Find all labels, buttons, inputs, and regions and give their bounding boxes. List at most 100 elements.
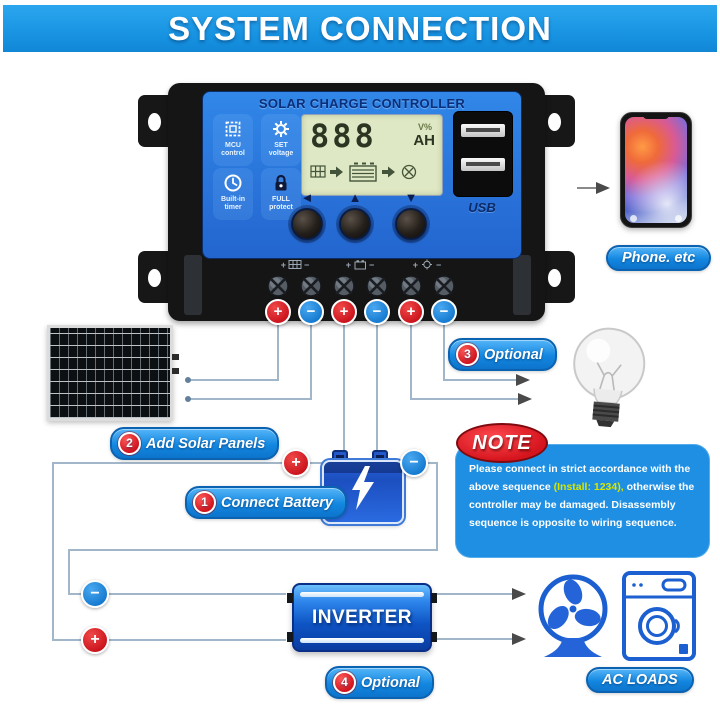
minus-sign: − — [369, 259, 375, 270]
terminal-screw-icon — [300, 275, 322, 297]
terminal-screw-icon — [333, 275, 355, 297]
note-text-before: Please connect in strict accordance with… — [469, 463, 691, 493]
terminal-screw-icon — [433, 275, 455, 297]
battery-top-band — [324, 462, 402, 473]
load-glyph-icon — [401, 164, 417, 180]
feature-built-in-timer: Built-in timer — [213, 168, 253, 220]
legend-battery-terminals: + − — [331, 259, 389, 270]
feature-mcu-control: MCU control — [213, 114, 253, 166]
ac-loads-label: AC LOADS — [586, 667, 694, 693]
wire-solar-negative — [188, 312, 312, 400]
wire-marker-positive: + — [81, 626, 109, 654]
step-number-badge: 4 — [333, 671, 356, 694]
feature-set-voltage: SET voltage — [261, 114, 301, 166]
plus-sign: + — [412, 259, 418, 270]
inverter-label: INVERTER — [311, 607, 413, 628]
legend-load-terminals: + − — [398, 259, 456, 270]
page-title: SYSTEM CONNECTION — [3, 5, 717, 52]
feature-label: SET voltage — [268, 142, 294, 158]
gear-icon — [273, 121, 289, 137]
note-box: Please connect in strict accordance with… — [455, 444, 710, 558]
nav-symbol-down: ▼ — [404, 190, 418, 205]
menu-button-knob — [291, 208, 323, 240]
terminal-node-positive: + — [265, 299, 291, 325]
solar-panel-icon — [288, 260, 302, 269]
arrow-icon — [382, 166, 395, 178]
plus-sign: + — [280, 259, 286, 270]
step-label: Add Solar Panels — [146, 435, 266, 452]
step-add-solar-panels: 2 Add Solar Panels — [110, 427, 280, 460]
note-text-after: otherwise the controller may be damaged.… — [469, 480, 695, 529]
wire-marker-positive: + — [282, 449, 310, 477]
feature-full-protect: FULL protect — [261, 168, 301, 220]
mount-hole — [148, 269, 161, 287]
lightning-bolt-icon — [352, 466, 374, 511]
phone-label-text: Phone. etc — [622, 250, 696, 266]
controller-faceplate: SOLAR CHARGE CONTROLLER MCU control SET … — [202, 91, 522, 259]
wire-marker-negative: − — [81, 580, 109, 608]
inverter-connector — [287, 632, 293, 642]
panel-terminal — [172, 368, 179, 374]
nav-symbol-up: ▲ — [348, 190, 362, 205]
down-button-knob — [395, 208, 427, 240]
note-install-sequence: (Install: 1234), — [553, 480, 624, 493]
terminal-node-positive: + — [331, 299, 357, 325]
step-number-badge: 1 — [193, 491, 216, 514]
fan-icon — [538, 574, 608, 657]
terminal-block-side — [184, 255, 202, 315]
note-title-badge: NOTE — [456, 423, 548, 463]
terminal-node-negative: − — [364, 299, 390, 325]
padlock-icon — [275, 174, 287, 191]
lamp-icon — [422, 259, 432, 270]
step-optional-dc-load: 3 Optional — [448, 338, 557, 371]
note-text: Please connect in strict accordance with… — [455, 444, 710, 538]
step-connect-battery: 1 Connect Battery — [185, 486, 347, 519]
terminal-node-positive: + — [398, 299, 424, 325]
inverter-stripe — [300, 592, 424, 597]
phone-notch — [643, 113, 669, 119]
usb-port-icon — [461, 158, 505, 171]
inverter: INVERTER — [287, 583, 437, 652]
inverter-connector — [287, 593, 293, 603]
solar-panel — [47, 325, 179, 421]
lcd-flow-icons — [310, 162, 417, 182]
panel-terminal — [172, 354, 179, 360]
lcd-digits: 888 — [310, 117, 377, 155]
camera-icon — [675, 215, 682, 222]
wire-marker-negative: − — [400, 449, 428, 477]
wire-battery-to-inverter-positive — [52, 462, 324, 641]
mount-hole — [148, 113, 161, 131]
up-button-knob — [339, 208, 371, 240]
usb-port-icon — [461, 124, 505, 137]
step-number-badge: 2 — [118, 432, 141, 455]
inverter-stripe — [300, 638, 424, 643]
ac-loads-label-text: AC LOADS — [602, 672, 678, 688]
dual-usb-ports — [453, 111, 513, 197]
terminal-screw-icon — [267, 275, 289, 297]
controller-title: SOLAR CHARGE CONTROLLER — [258, 96, 466, 111]
smartphone — [620, 112, 692, 228]
inverter-connector — [431, 632, 437, 642]
lcd-unit-ah: AH — [413, 132, 435, 149]
phone-screen — [625, 117, 687, 223]
step-number-badge: 3 — [456, 343, 479, 366]
step-label: Optional — [361, 674, 420, 691]
usb-logo: USB — [468, 200, 496, 215]
nav-symbol-menu: ◄ — [300, 190, 314, 205]
legend-solar-terminals: + − — [266, 259, 324, 270]
inverter-connector — [431, 593, 437, 603]
minus-sign: − — [436, 259, 442, 270]
mount-hole — [548, 113, 561, 131]
mcu-chip-icon — [225, 121, 241, 137]
wire-dc-load-negative — [443, 312, 530, 386]
battery-icon — [354, 260, 366, 270]
battery-glyph-icon — [349, 162, 377, 182]
minus-sign: − — [304, 259, 310, 270]
terminal-screw-icon — [366, 275, 388, 297]
lcd-unit-volt-percent: V% — [417, 122, 432, 132]
feature-label: Built-in timer — [220, 196, 246, 212]
phone-label: Phone. etc — [606, 245, 712, 271]
solar-charge-controller: SOLAR CHARGE CONTROLLER MCU control SET … — [138, 83, 575, 327]
lcd-display: 888 V% AH — [301, 114, 443, 196]
